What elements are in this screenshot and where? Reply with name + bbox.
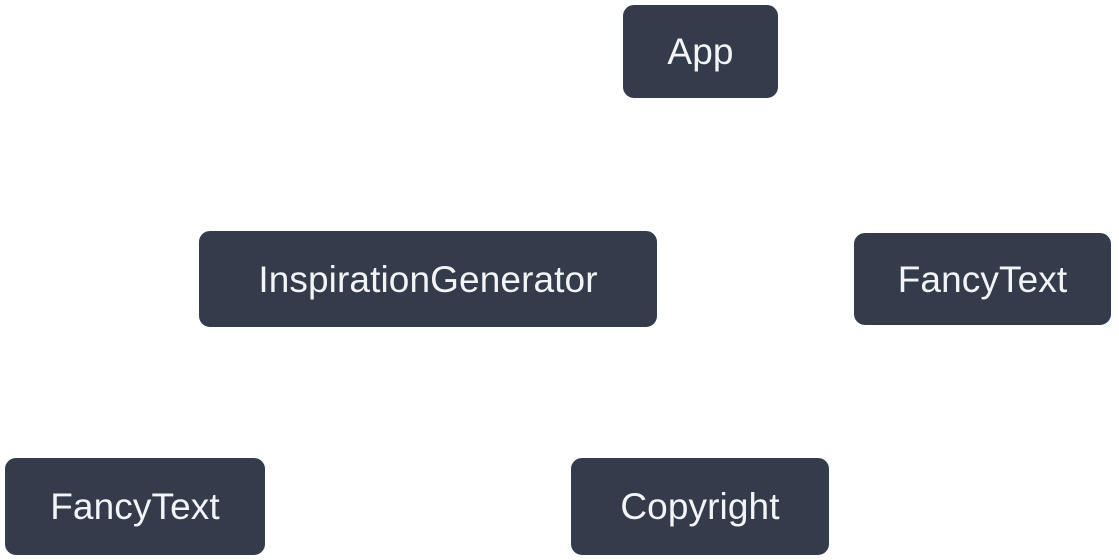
node-copyright[interactable]: Copyright (568, 455, 832, 558)
node-fancytext-right-label: FancyText (897, 258, 1068, 300)
connector-ig-to-fancytext-b (126, 394, 210, 457)
node-fancytext-right[interactable]: FancyText (851, 230, 1114, 328)
node-app[interactable]: App (620, 2, 781, 101)
node-app-label: App (667, 31, 734, 72)
edge-label-inspirationgenerator-to-copyright: renders (524, 381, 612, 410)
connector-app-to-inspirationgenerator-b (413, 166, 495, 230)
node-fancytext-left[interactable]: FancyText (2, 455, 268, 558)
connector-app-to-fancytext-b (928, 166, 982, 232)
connector-inspirationgenerator-junction-right (413, 383, 428, 398)
node-fancytext-left-label: FancyText (50, 486, 220, 527)
node-copyright-label: Copyright (620, 486, 780, 527)
node-inspirationgenerator-label: InspirationGenerator (258, 258, 598, 300)
edge-label-app-to-inspirationgenerator: renders (513, 154, 601, 183)
node-inspirationgenerator[interactable]: InspirationGenerator (196, 228, 660, 330)
edge-label-app-to-fancytext: renders (810, 154, 898, 183)
connector-app-junction-right (698, 155, 713, 170)
connector-ig-to-copyright-b (640, 394, 700, 457)
edge-label-inspirationgenerator-to-fancytext: renders (228, 381, 316, 410)
